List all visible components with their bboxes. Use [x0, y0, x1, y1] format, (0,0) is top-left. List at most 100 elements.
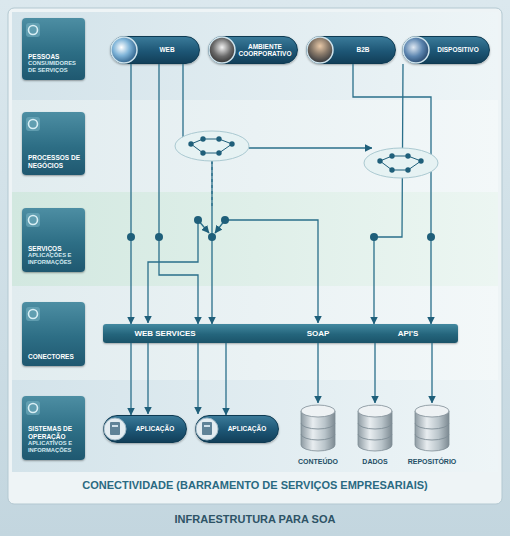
process-dot — [405, 153, 410, 158]
layer-icon — [26, 307, 40, 321]
database-top — [415, 405, 449, 417]
layer-subtitle: CONSUMIDORES DE SERVIÇOS — [28, 60, 82, 74]
process-ellipse — [175, 131, 249, 161]
frame — [8, 8, 502, 504]
flow-line — [197, 343, 198, 414]
node-label: APLICAÇÃO — [228, 425, 267, 433]
flow-line — [215, 220, 225, 233]
flow-line — [225, 220, 318, 323]
application-icon — [204, 425, 210, 427]
layer-band — [12, 380, 498, 472]
layer-title: PESSOAS — [28, 53, 82, 61]
layer-icon — [29, 216, 38, 225]
layer-title: PROCESSOS DE NEGÓCIOS — [28, 154, 82, 169]
flow-connector — [159, 64, 198, 324]
service-dot — [127, 233, 135, 241]
process-dot — [216, 150, 221, 155]
node-label: DADOS — [343, 457, 407, 466]
application-icon — [202, 422, 212, 435]
flow-connector — [374, 64, 403, 324]
layer-icon — [26, 401, 40, 415]
database-top — [301, 405, 335, 417]
layer-band — [12, 286, 498, 380]
process-dot — [389, 153, 394, 158]
service-dot — [370, 233, 378, 241]
consumer-photo — [403, 37, 429, 63]
flow-connector — [431, 343, 432, 403]
application-pill: APLICAÇÃO — [103, 415, 187, 443]
consumer-photo — [111, 37, 137, 63]
process-ellipse — [364, 148, 438, 178]
layer-box: PESSOASCONSUMIDORES DE SERVIÇOS — [22, 18, 85, 80]
layer-band — [12, 100, 498, 192]
service-dots — [127, 216, 435, 241]
process-dot — [200, 136, 205, 141]
consumer-pill: WEB — [110, 36, 200, 64]
flow-line — [249, 147, 372, 148]
node-label: DISPOSITIVO — [437, 46, 479, 54]
layer-subtitle: APLICAÇÕES E INFORMAÇÕES — [28, 252, 82, 266]
layer-title: SERVIÇOS — [28, 245, 82, 253]
node-label: APLICAÇÃO — [136, 425, 175, 433]
application-icon — [112, 425, 118, 427]
node-label: CONTEÚDO — [286, 457, 350, 466]
application-icon — [110, 422, 120, 435]
layer-box: SERVIÇOSAPLICAÇÕES E INFORMAÇÕES — [22, 208, 85, 272]
application-icon — [104, 418, 126, 440]
service-dot — [194, 216, 202, 224]
layer-box: SISTEMAS DE OPERAÇÃOAPLICATIVOS E INFORM… — [22, 396, 85, 460]
flow-connector — [130, 343, 131, 415]
consumer-pill: DISPOSITIVO — [402, 36, 490, 64]
node-label: B2B — [356, 46, 369, 54]
node-label: AMBIENTE COORPORATIVO — [237, 43, 293, 58]
process-dot — [389, 167, 394, 172]
node-label: SOAP — [307, 324, 330, 343]
process-dot — [216, 136, 221, 141]
database-cylinder: DADOS — [343, 403, 407, 469]
flow-connector — [374, 343, 375, 403]
database-shape — [286, 403, 350, 455]
consumer-photo — [307, 37, 333, 63]
database-cylinder: CONTEÚDO — [286, 403, 350, 469]
connectors — [131, 64, 432, 415]
service-dot — [221, 216, 229, 224]
layer-band — [12, 192, 498, 286]
process-graph — [380, 156, 421, 170]
consumer-photo — [209, 37, 235, 63]
footer-label: CONECTIVIDADE (BARRAMENTO DE SERVIÇOS EM… — [12, 479, 498, 491]
flow-line — [147, 343, 148, 414]
database-shape — [400, 403, 464, 455]
layer-title: CONECTORES — [28, 353, 82, 361]
layer-title: SISTEMAS DE OPERAÇÃO — [28, 425, 82, 440]
consumer-pill: AMBIENTE COORPORATIVO — [208, 36, 298, 64]
layer-icons — [26, 23, 40, 415]
layer-icon — [26, 117, 40, 131]
flow-connector — [183, 64, 212, 324]
flow-connector — [317, 343, 318, 403]
layer-icon — [26, 213, 40, 227]
process-dot — [229, 141, 234, 146]
application-icons — [104, 418, 218, 440]
process-dot — [200, 150, 205, 155]
process-dot — [405, 167, 410, 172]
node-label: WEB — [159, 46, 174, 54]
process-graph — [191, 139, 232, 153]
layer-icon — [29, 310, 38, 319]
consumer-photos — [111, 37, 429, 63]
application-icon — [196, 418, 218, 440]
layer-subtitle: APLICATIVOS E INFORMAÇÕES — [28, 440, 82, 454]
layer-box: PROCESSOS DE NEGÓCIOS — [22, 112, 85, 175]
service-dot — [427, 233, 435, 241]
node-label: API'S — [398, 324, 419, 343]
node-label: REPOSITÓRIO — [400, 457, 464, 466]
layer-band — [12, 12, 498, 100]
process-ellipses — [175, 131, 438, 178]
flow-connector — [353, 64, 431, 324]
node-label: WEB SERVICES — [134, 324, 195, 343]
database-ring — [358, 423, 392, 440]
layer-icon — [29, 404, 38, 413]
flow-connector — [130, 64, 131, 324]
flow-connector — [225, 343, 226, 415]
